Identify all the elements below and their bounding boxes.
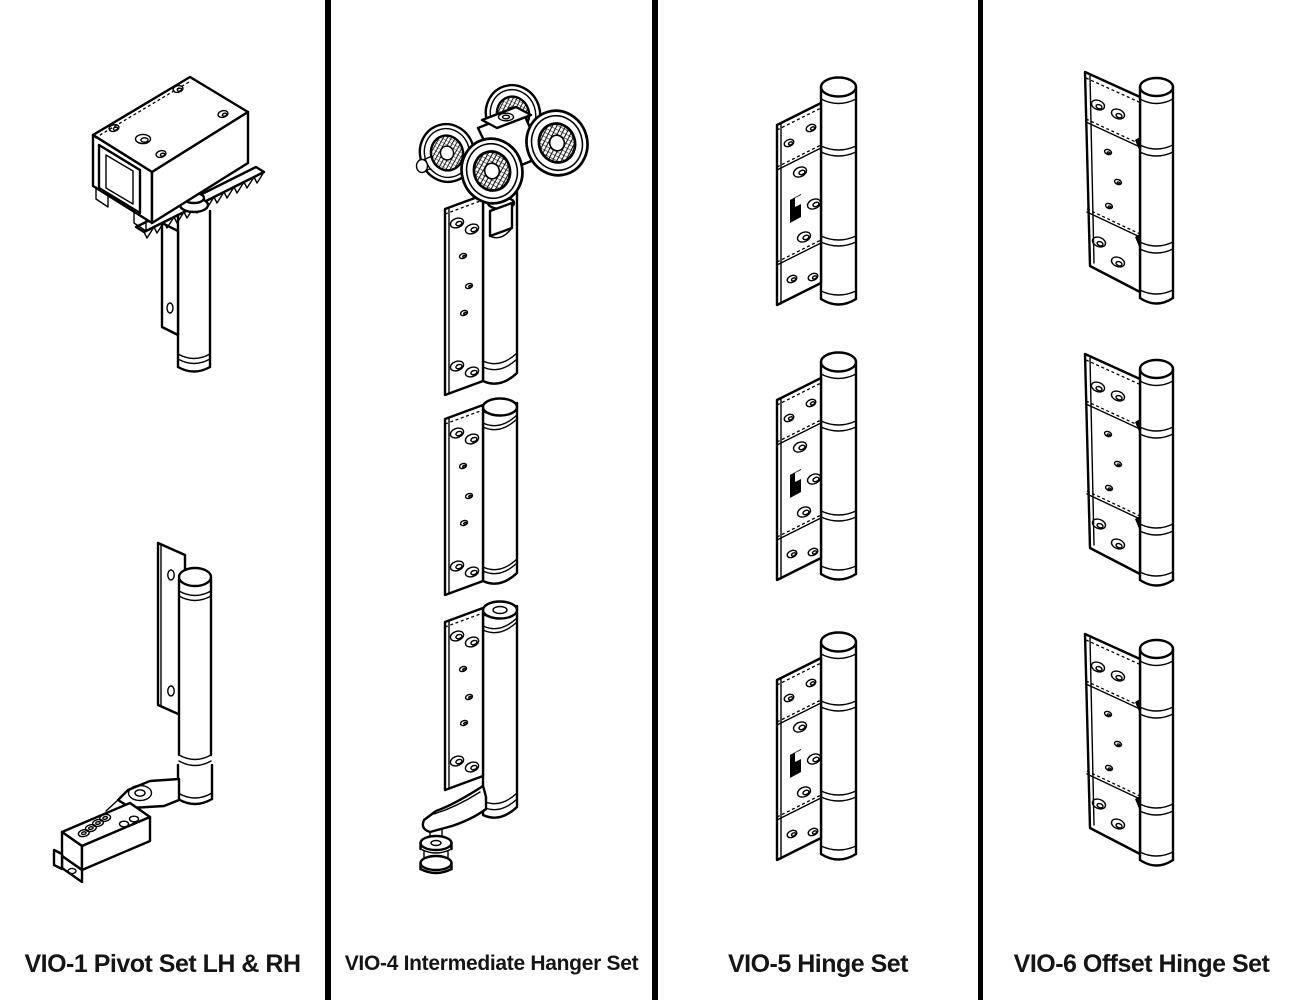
guide-roller [419, 829, 453, 875]
bottom-guide-bracket [421, 784, 488, 834]
part-label-vio-5: VIO-5 Hinge Set [727, 949, 909, 978]
post-side-plate [160, 221, 180, 337]
part-label-vio-1: VIO-1 Pivot Set LH & RH [24, 949, 301, 978]
pivot-barrel [176, 566, 214, 806]
trolley-top-plate [480, 105, 533, 130]
column-divider [652, 0, 658, 1000]
pivot-arm [105, 777, 181, 812]
axle-stub [415, 158, 429, 174]
bottom-pivot-drawing [52, 541, 214, 884]
floor-base-block [52, 801, 152, 884]
track-housing-box [91, 75, 250, 232]
hinge-drawing [777, 353, 856, 581]
pivot-post [176, 205, 212, 373]
hinge-segment [443, 600, 519, 819]
top-pivot-drawing [91, 75, 266, 373]
part-label-vio-4: VIO-4 Intermediate Hanger Set [344, 952, 639, 975]
hinge-segment [443, 397, 519, 597]
offset-hinge-drawing [1085, 634, 1173, 866]
serrated-adjuster [77, 813, 112, 838]
hinge-drawing [777, 633, 856, 861]
offset-hinge-drawing [1085, 354, 1173, 586]
part-label-vio-6: VIO-6 Offset Hinge Set [1013, 949, 1270, 978]
column-divider [325, 0, 331, 1000]
offset-hinge-drawing [1085, 72, 1173, 304]
trolley [411, 76, 598, 212]
hinge-drawing [777, 78, 856, 306]
column-divider [978, 0, 983, 1000]
intermediate-hanger-drawing [411, 76, 598, 875]
